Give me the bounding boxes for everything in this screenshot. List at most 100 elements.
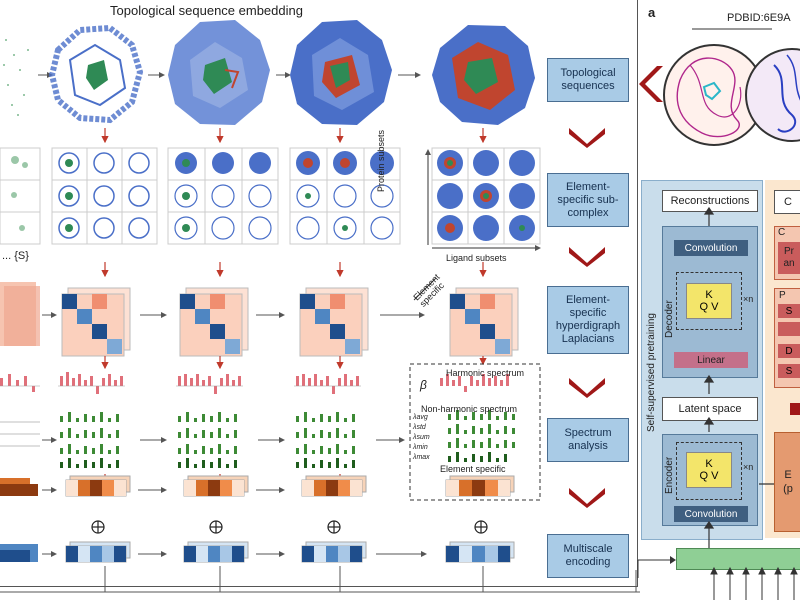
decoder-xn-label: ×n bbox=[743, 294, 754, 304]
blue-1 bbox=[65, 541, 131, 563]
chevron-down-icon bbox=[569, 247, 605, 267]
chevron-down-icon bbox=[569, 488, 605, 508]
right-red-box-1-line1: Pr bbox=[784, 246, 794, 257]
blue-0 bbox=[0, 544, 38, 562]
main-title: Topological sequence embedding bbox=[110, 3, 303, 18]
blue-4 bbox=[445, 541, 515, 563]
encoder-attention-dashed bbox=[676, 442, 742, 500]
down-arrows-2 bbox=[101, 262, 487, 278]
encoder-xn-label: ×n bbox=[743, 462, 754, 472]
row-topological-structures bbox=[3, 20, 535, 125]
chevron-left-icon bbox=[639, 66, 663, 102]
orange-1 bbox=[65, 475, 131, 497]
decoder-k-label: K bbox=[705, 289, 713, 301]
orange-3 bbox=[301, 475, 367, 497]
grid-0 bbox=[0, 147, 41, 245]
right-orange-block: E (p bbox=[774, 432, 800, 532]
matrix-2 bbox=[179, 287, 249, 357]
pdb-id-label: PDBID:6E9A bbox=[727, 12, 791, 24]
encoder-qv-label: Q V bbox=[699, 470, 719, 482]
right-red-box-1: Pr an bbox=[778, 242, 800, 274]
orange-4 bbox=[445, 475, 515, 497]
row-orange-encoding bbox=[0, 475, 515, 497]
scatter-points bbox=[3, 39, 29, 116]
ligand-subsets-label: Ligand subsets bbox=[446, 253, 507, 263]
green-input-bar bbox=[676, 548, 800, 570]
grid-2 bbox=[167, 147, 279, 245]
latent-space-block: Latent space bbox=[662, 397, 758, 421]
row-nonharmonic bbox=[0, 410, 515, 468]
complex-1 bbox=[48, 24, 144, 124]
beta-symbol: β bbox=[420, 378, 427, 392]
chevron-down-icon bbox=[569, 128, 605, 148]
right-box-group-1-label: C bbox=[778, 227, 786, 238]
set-label: ... {S} bbox=[2, 250, 29, 262]
down-arrows-1 bbox=[101, 128, 487, 144]
complex-3 bbox=[290, 20, 392, 125]
matrix-3 bbox=[299, 287, 369, 357]
decoder-qv-label: Q V bbox=[699, 301, 719, 313]
right-red-item-2 bbox=[778, 322, 800, 336]
grid-3 bbox=[289, 147, 401, 245]
spectrum-dashed-box bbox=[409, 363, 541, 501]
blue-2 bbox=[183, 541, 249, 563]
right-orange-line1: E bbox=[784, 469, 792, 481]
linear-block: Linear bbox=[674, 352, 748, 368]
lambda-max: λmax bbox=[413, 454, 430, 461]
stage-spectrum-analysis: Spectrum analysis bbox=[547, 418, 629, 462]
decoder-convolution-block: Convolution bbox=[674, 240, 748, 256]
stage-hyperdigraph-laplacians: Element-specific hyperdigraph Laplacians bbox=[547, 286, 629, 354]
spectrum-2 bbox=[178, 412, 237, 468]
stage-multiscale-encoding: Multiscale encoding bbox=[547, 534, 629, 578]
right-red-item-3: D bbox=[778, 344, 800, 358]
spectrum-0 bbox=[0, 421, 40, 447]
panel-a-letter: a bbox=[648, 5, 656, 20]
spectrum-3 bbox=[296, 412, 355, 468]
main-panel-frame bbox=[0, 0, 638, 587]
blue-3 bbox=[301, 541, 367, 563]
matrix-0 bbox=[0, 282, 40, 346]
element-specific-bottom-label: Element specific bbox=[440, 464, 506, 474]
lambda-sum: λsum bbox=[413, 434, 430, 441]
right-red-box-1-line2: an bbox=[783, 258, 795, 269]
complex-2 bbox=[168, 20, 270, 125]
row-laplacians bbox=[0, 277, 519, 357]
complex-4 bbox=[432, 25, 535, 125]
row-sub-complex bbox=[0, 147, 541, 251]
bottom-connectors bbox=[0, 566, 640, 593]
decoder-attention-dashed bbox=[676, 272, 742, 330]
matrix-4 bbox=[449, 287, 519, 357]
right-box-group-2-label: P bbox=[779, 290, 786, 301]
right-red-item-4: S bbox=[778, 364, 800, 378]
right-dark-red-marker bbox=[790, 403, 800, 415]
chevron-down-icon bbox=[569, 378, 605, 398]
nonharmonic-spectrum-label: Non-harmonic spectrum bbox=[421, 404, 518, 414]
protein-zoom-illustration bbox=[663, 28, 800, 146]
green-bar-input-arrows bbox=[710, 566, 798, 600]
right-orange-line2: (p bbox=[783, 483, 793, 495]
grid-4 bbox=[431, 147, 541, 245]
encoder-k-label: K bbox=[705, 458, 713, 470]
lambda-min: λmin bbox=[413, 444, 428, 451]
down-arrows-3 bbox=[101, 356, 487, 370]
lambda-std: λstd bbox=[413, 424, 426, 431]
right-top-box: C bbox=[774, 190, 800, 214]
main-diagram bbox=[0, 20, 640, 593]
matrix-1 bbox=[61, 287, 131, 357]
row-blue-encoding bbox=[0, 541, 515, 563]
decoder-kqv-block: K Q V bbox=[686, 283, 732, 319]
spectrum-4 bbox=[448, 410, 515, 462]
lambda-avg: λavg bbox=[413, 414, 428, 421]
right-red-item-1: S bbox=[778, 304, 800, 318]
spectrum-1 bbox=[60, 412, 119, 468]
encoder-convolution-block: Convolution bbox=[674, 506, 748, 522]
stage-topological-sequences: Topological sequences bbox=[547, 58, 629, 102]
orange-2 bbox=[183, 475, 249, 497]
row-harmonic-bars bbox=[0, 372, 509, 394]
oplus-symbols bbox=[91, 520, 488, 534]
panel-c-bottom-link bbox=[637, 556, 676, 578]
grid-1 bbox=[51, 147, 158, 245]
orange-0 bbox=[0, 478, 38, 496]
harmonic-spectrum-label: Harmonic spectrum bbox=[446, 368, 525, 378]
encoder-kqv-block: K Q V bbox=[686, 452, 732, 488]
